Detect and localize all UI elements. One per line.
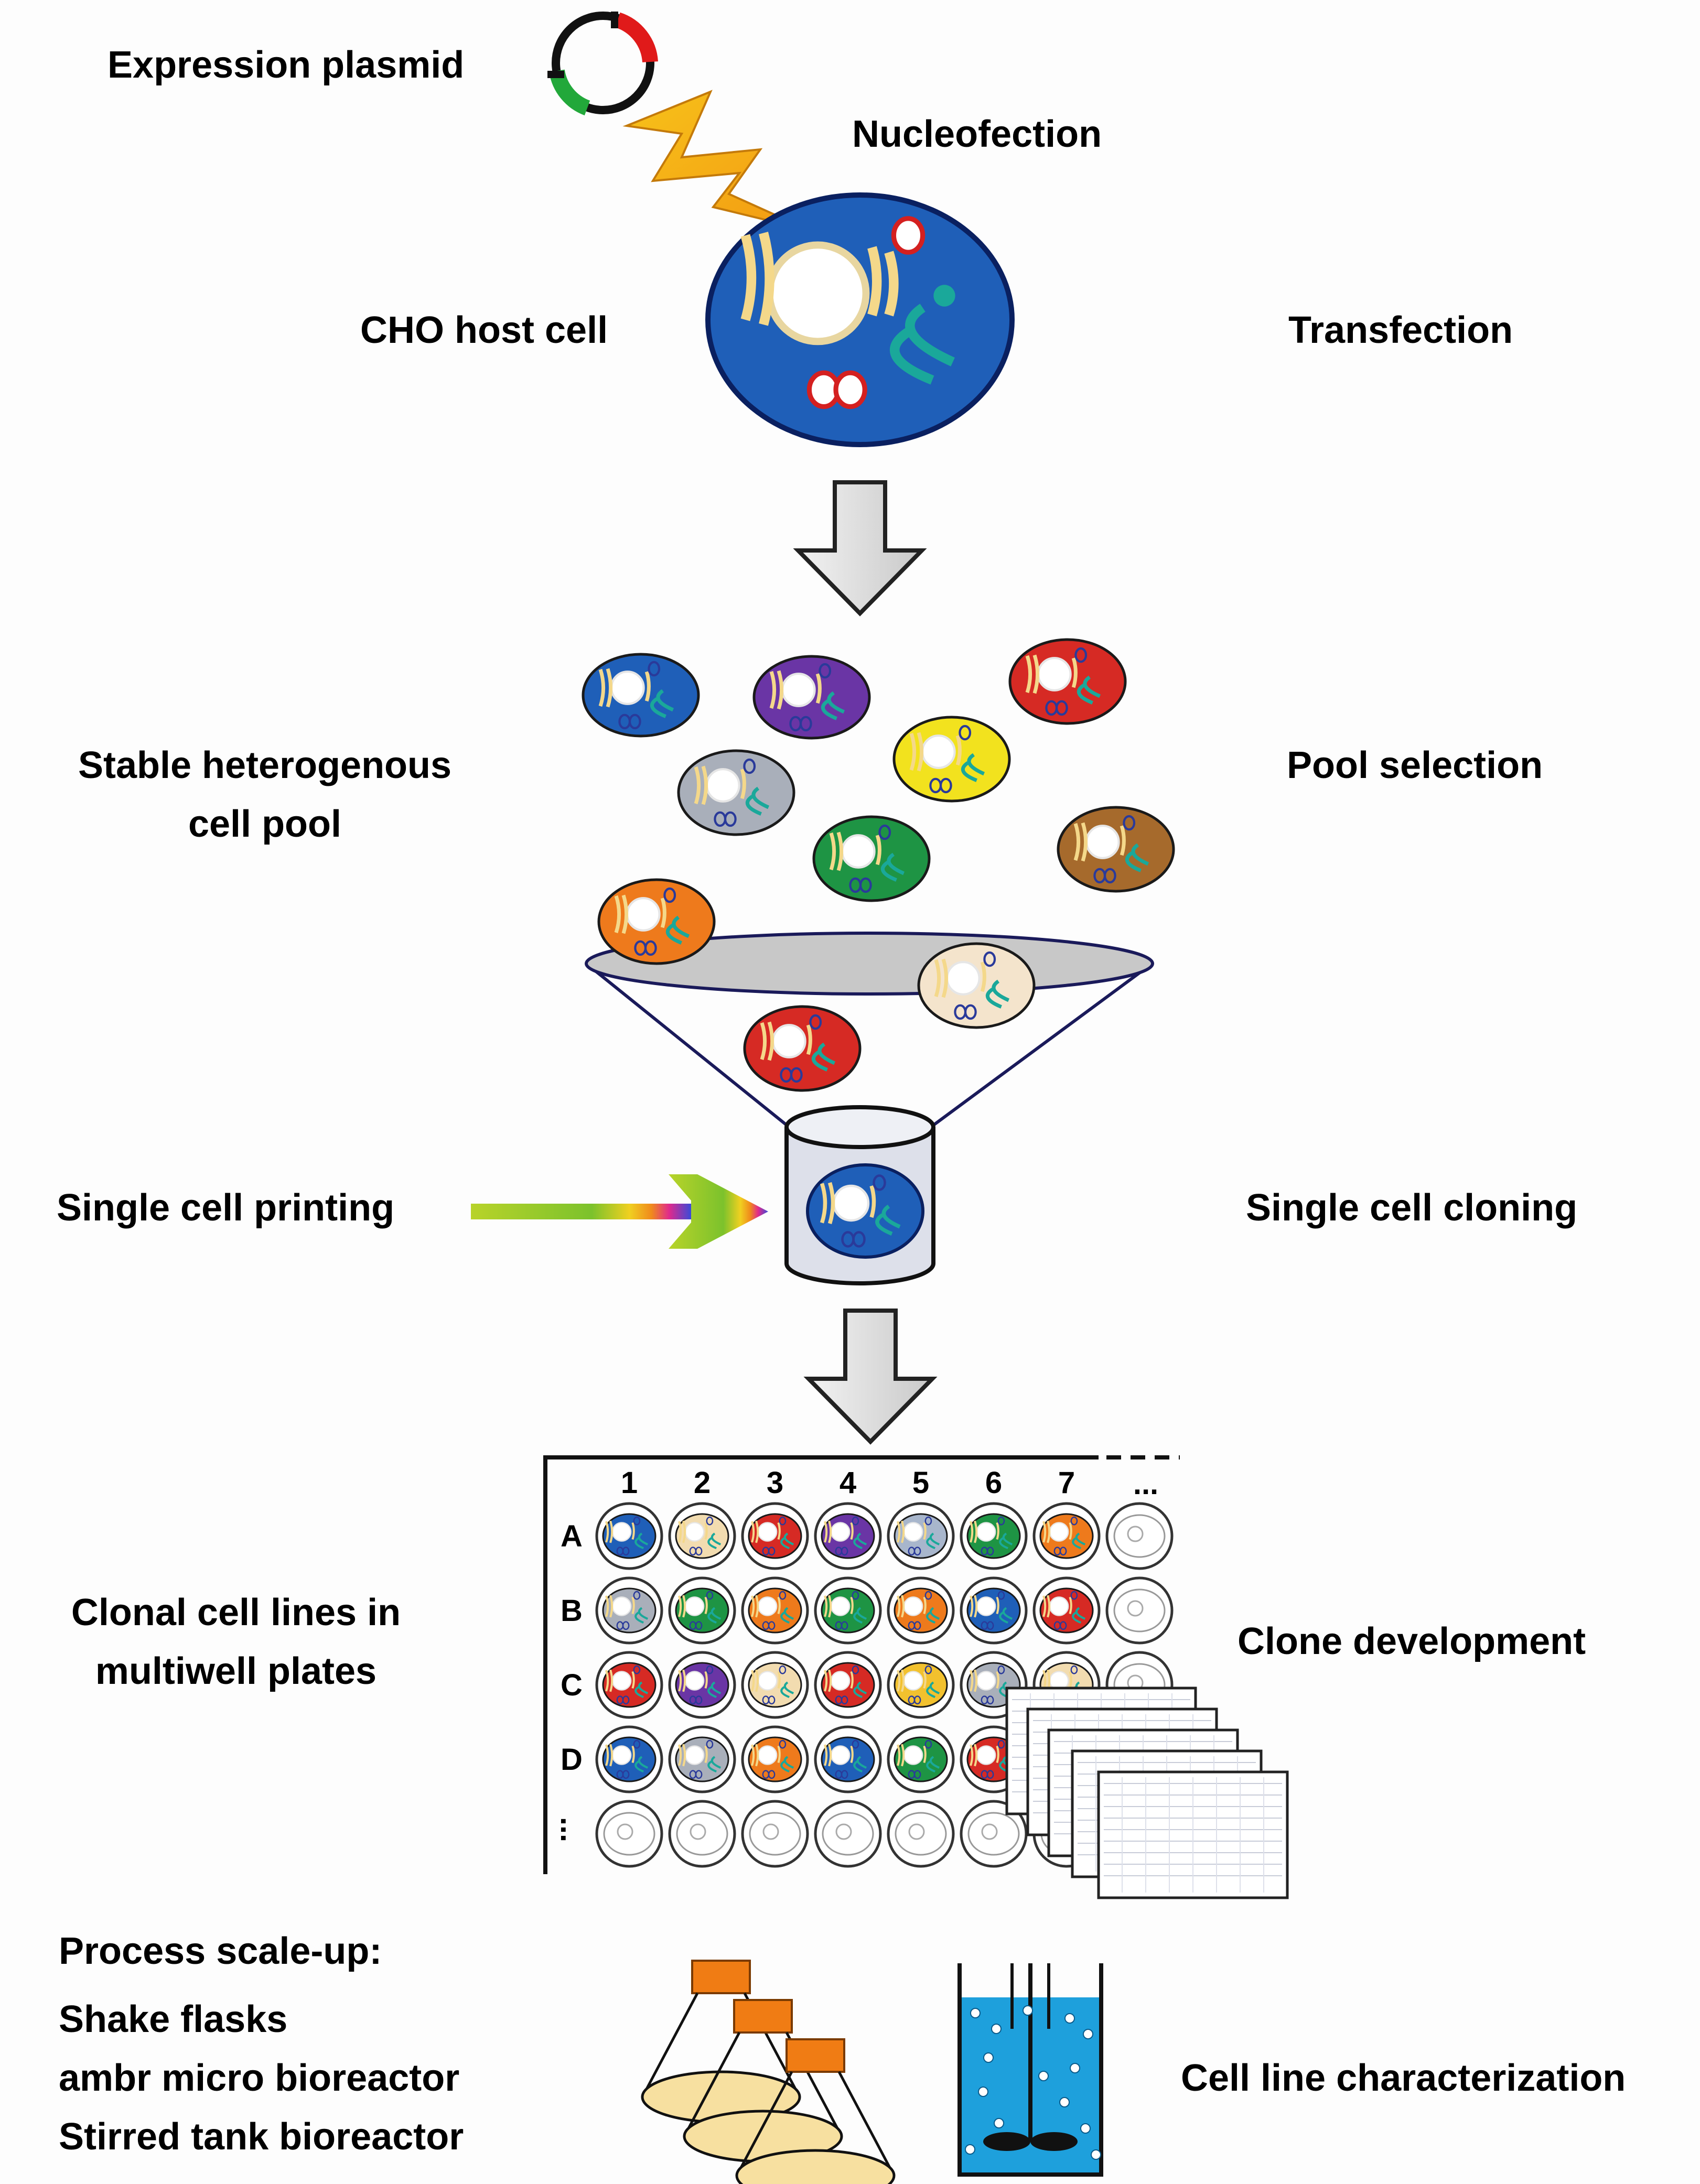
shake-flasks-icon <box>641 1960 896 2184</box>
plate-well <box>887 1725 955 1793</box>
plate-column-label: 3 <box>767 1466 783 1500</box>
pool-cell <box>812 815 931 902</box>
plate-row-label: B <box>561 1594 583 1628</box>
scaleup-title: Process scale-up: <box>59 1930 382 1972</box>
plate-column-label: 5 <box>912 1466 929 1500</box>
scaleup-ambr-bioreactor: ambr micro bioreactor <box>59 2057 460 2099</box>
cell-pool <box>582 638 1175 1092</box>
pool-cell <box>752 655 871 740</box>
single-cell-cloning-label: Single cell cloning <box>1246 1187 1578 1229</box>
bubble <box>978 2086 988 2097</box>
bubble <box>994 2118 1004 2128</box>
plate-column-label: 7 <box>1058 1466 1075 1500</box>
plate-well <box>960 1502 1028 1570</box>
plate-row-label: C <box>561 1668 583 1702</box>
cho-host-cell-label: CHO host cell <box>360 309 608 351</box>
plate-well <box>814 1800 882 1868</box>
down-arrow-transfection <box>798 482 922 613</box>
pool-cell <box>597 878 716 965</box>
plate-well <box>887 1800 955 1868</box>
bubble <box>1080 2123 1091 2134</box>
cho-host-cell <box>705 192 1015 447</box>
plate-well <box>741 1651 809 1719</box>
plate-well <box>741 1576 809 1645</box>
plate-well <box>668 1651 736 1719</box>
bubble <box>1070 2063 1080 2073</box>
plate-well <box>741 1502 809 1570</box>
bubble <box>991 2024 1002 2034</box>
more-columns-dots: ... <box>1133 1467 1158 1501</box>
scaleup-stirred-tank: Stirred tank bioreactor <box>59 2116 464 2158</box>
plate-well <box>814 1502 882 1570</box>
plate-well <box>668 1576 736 1645</box>
pool-cell <box>1008 638 1127 725</box>
clonal-lines-label-line2: multiwell plates <box>95 1650 377 1692</box>
plate-well <box>741 1800 809 1868</box>
plate-well <box>960 1800 1028 1868</box>
plate-well <box>668 1725 736 1793</box>
bubble <box>1023 2005 1033 2016</box>
single-cell-printing-arrow <box>471 1174 768 1249</box>
pool-cell <box>582 653 700 738</box>
transfection-label: Transfection <box>1288 309 1513 351</box>
plate-well <box>595 1800 663 1868</box>
plate-well <box>668 1800 736 1868</box>
expression-plasmid-label: Expression plasmid <box>107 44 465 86</box>
plate-well <box>595 1651 663 1719</box>
stable-pool-label-line2: cell pool <box>188 803 342 845</box>
bubble <box>1059 2097 1070 2107</box>
plate-well <box>814 1725 882 1793</box>
stable-pool-label-line1: Stable heterogenous <box>78 744 452 786</box>
bubble <box>1083 2029 1093 2039</box>
bubble <box>970 2008 981 2018</box>
plate-well <box>1032 1502 1101 1570</box>
plate-column-label: 6 <box>985 1466 1002 1500</box>
cell-line-characterization-label: Cell line characterization <box>1181 2057 1626 2099</box>
plate-well <box>595 1725 663 1793</box>
single-cell-well <box>784 1105 935 1285</box>
data-sheet <box>1097 1770 1289 1899</box>
plate-well <box>887 1502 955 1570</box>
down-arrow-cloning <box>809 1311 932 1442</box>
bubble <box>983 2052 994 2063</box>
plate-column-label: 2 <box>694 1466 711 1500</box>
stirred-tank-bioreactor-icon <box>957 1963 1103 2177</box>
bubble <box>1038 2071 1049 2081</box>
more-rows-dots: ... <box>554 1817 588 1842</box>
plate-well <box>1032 1576 1101 1645</box>
plate-well <box>887 1576 955 1645</box>
plate-well <box>668 1502 736 1570</box>
nucleofection-label: Nucleofection <box>852 113 1102 155</box>
plate-row-label: A <box>561 1519 583 1553</box>
pool-selection-label: Pool selection <box>1287 744 1543 786</box>
pool-cell <box>743 1005 862 1092</box>
plate-well <box>1105 1502 1174 1570</box>
pool-cell <box>892 716 1011 803</box>
plate-well <box>960 1576 1028 1645</box>
plate-column-label: 4 <box>840 1466 856 1500</box>
pool-cell <box>677 749 795 836</box>
plate-row-label: D <box>561 1743 583 1777</box>
data-sheets <box>1005 1686 1289 1899</box>
scaleup-shake-flasks: Shake flasks <box>59 1998 288 2040</box>
single-cell-printing-label: Single cell printing <box>57 1187 395 1229</box>
bubble <box>1091 2149 1101 2160</box>
plate-well <box>741 1725 809 1793</box>
plate-well <box>814 1576 882 1645</box>
plate-well <box>814 1651 882 1719</box>
pool-cell <box>917 942 1036 1029</box>
plate-well <box>887 1651 955 1719</box>
plate-well <box>595 1502 663 1570</box>
bubble <box>1064 2013 1075 2024</box>
bubble <box>965 2144 975 2155</box>
clone-development-label: Clone development <box>1238 1620 1586 1662</box>
plate-well <box>1105 1576 1174 1645</box>
pool-cell <box>1057 806 1175 893</box>
clonal-lines-label-line1: Clonal cell lines in <box>71 1592 401 1634</box>
plate-well <box>595 1576 663 1645</box>
plate-column-label: 1 <box>621 1466 638 1500</box>
expression-plasmid <box>547 12 658 116</box>
